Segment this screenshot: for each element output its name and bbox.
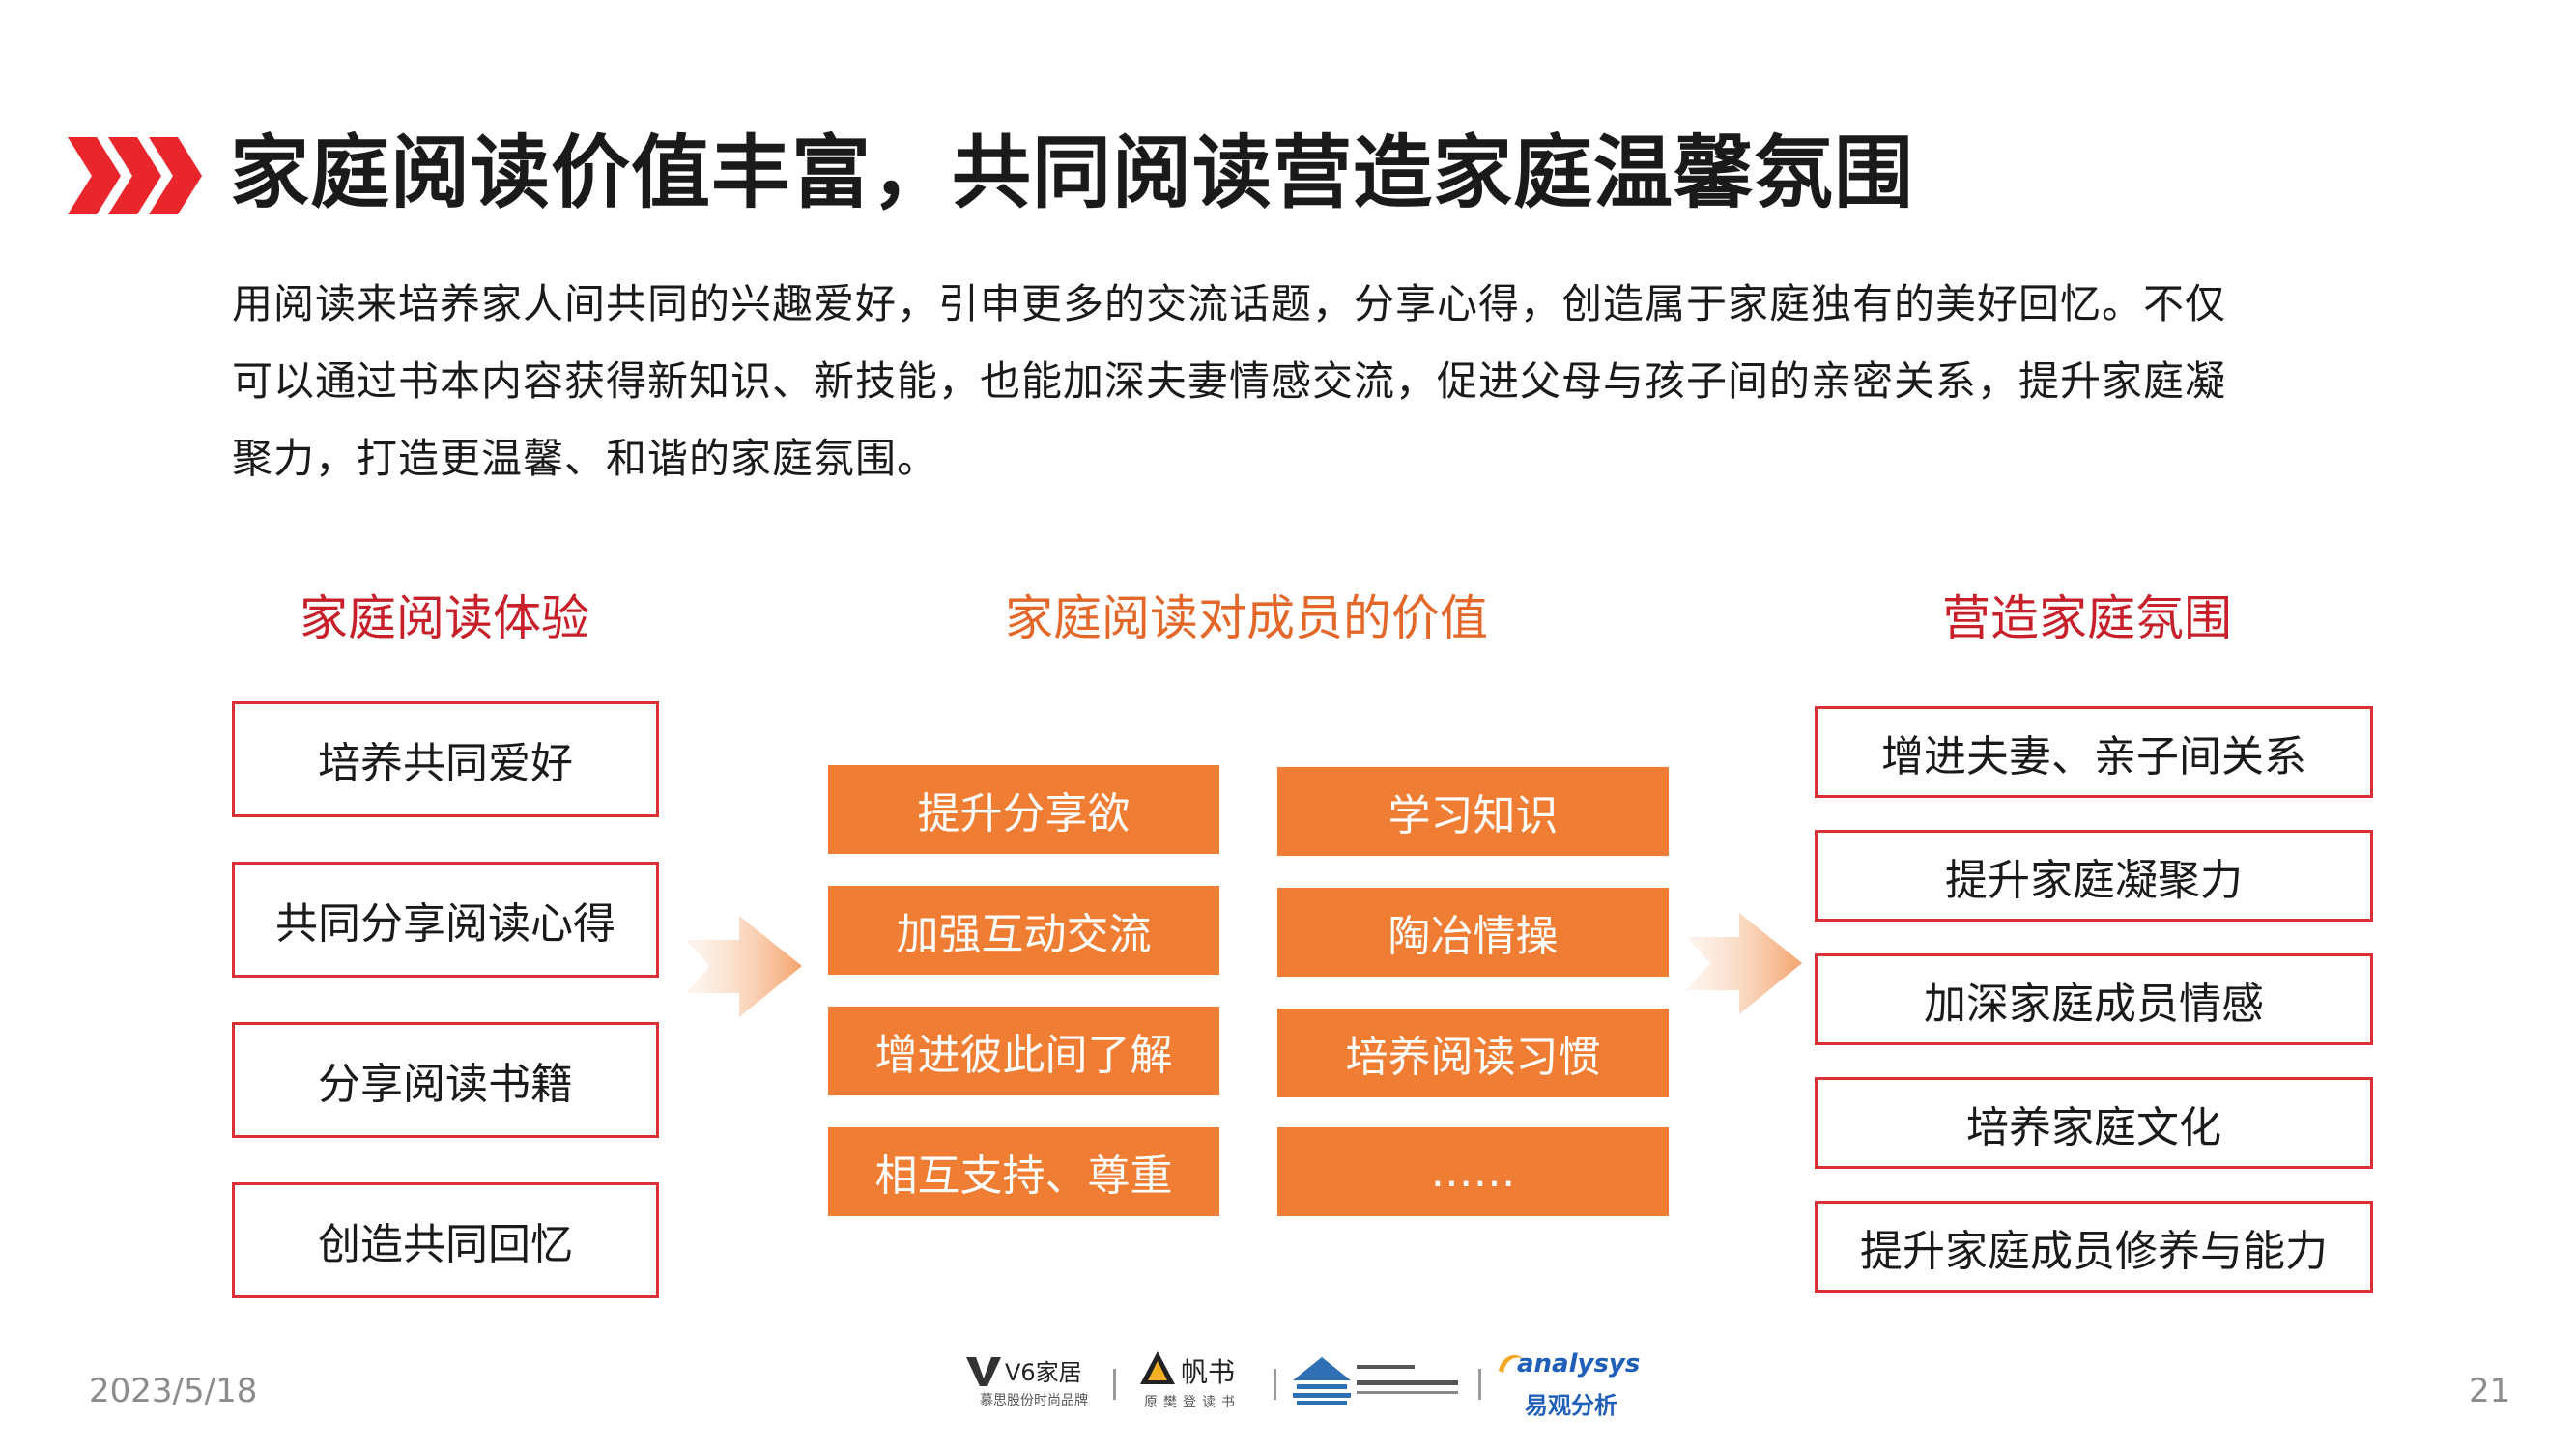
gradient-arrow-icon xyxy=(1686,913,1802,1014)
value-item: …… xyxy=(1277,1127,1669,1216)
analysys-swoosh-icon xyxy=(1499,1355,1523,1373)
atmosphere-item: 提升家庭成员修养与能力 xyxy=(1815,1201,2373,1293)
intro-line: 可以通过书本内容获得新知识、新技能，也能加深夫妻情感交流，促进父母与孩子间的亲密… xyxy=(232,357,2227,405)
value-item: 陶冶情操 xyxy=(1277,888,1669,977)
value-item: 提升分享欲 xyxy=(828,765,1219,854)
triple-chevron-icon xyxy=(68,137,202,214)
page-number: 21 xyxy=(2469,1372,2511,1410)
heading-value-to-members: 家庭阅读对成员的价值 xyxy=(1005,590,1488,646)
library-mark-icon xyxy=(1293,1357,1351,1405)
analysys-logo: analysys 易观分析 xyxy=(1496,1348,1660,1425)
experience-item: 培养共同爱好 xyxy=(232,701,659,817)
fanshu-logo-sub: 原樊登读书 xyxy=(1144,1395,1241,1410)
library-logo xyxy=(1293,1348,1467,1425)
value-item: 培养阅读习惯 xyxy=(1277,1009,1669,1097)
intro-line: 用阅读来培养家人间共同的兴趣爱好，引申更多的交流话题，分享心得，创造属于家庭独有… xyxy=(232,280,2227,327)
experience-item: 创造共同回忆 xyxy=(232,1182,659,1298)
experience-item: 共同分享阅读心得 xyxy=(232,862,659,978)
atmosphere-item: 增进夫妻、亲子间关系 xyxy=(1815,706,2373,798)
value-item: 学习知识 xyxy=(1277,767,1669,856)
analysys-logo-sub: 易观分析 xyxy=(1525,1392,1617,1419)
atmosphere-item: 提升家庭凝聚力 xyxy=(1815,830,2373,922)
logo-divider xyxy=(1478,1369,1481,1400)
gradient-arrow-icon xyxy=(686,916,802,1017)
logo-divider xyxy=(1274,1369,1276,1400)
value-item: 加强互动交流 xyxy=(828,886,1219,975)
fanshu-logo: 帆书 原樊登读书 xyxy=(1140,1348,1266,1425)
experience-item: 分享阅读书籍 xyxy=(232,1022,659,1138)
atmosphere-item: 培养家庭文化 xyxy=(1815,1077,2373,1169)
footer-date: 2023/5/18 xyxy=(89,1372,258,1410)
logo-divider xyxy=(1113,1369,1116,1400)
intro-line: 聚力，打造更温馨、和谐的家庭氛围。 xyxy=(232,435,939,482)
v6-mark-icon xyxy=(966,1357,1001,1386)
heading-family-atmosphere: 营造家庭氛围 xyxy=(1942,590,2232,646)
page-title: 家庭阅读价值丰富，共同阅读营造家庭温馨氛围 xyxy=(230,128,1915,219)
v6-logo-sub: 慕思股份时尚品牌 xyxy=(980,1393,1088,1408)
analysys-logo-name: analysys xyxy=(1517,1350,1641,1378)
value-item: 相互支持、尊重 xyxy=(828,1127,1219,1216)
heading-family-reading-experience: 家庭阅读体验 xyxy=(300,590,589,646)
intro-paragraph: 用阅读来培养家人间共同的兴趣爱好，引申更多的交流话题，分享心得，创造属于家庭独有… xyxy=(232,266,2387,497)
fanshu-mark-icon xyxy=(1140,1351,1175,1384)
v6-logo-name: V6家居 xyxy=(1005,1359,1082,1386)
value-item: 增进彼此间了解 xyxy=(828,1007,1219,1095)
fanshu-logo-name: 帆书 xyxy=(1181,1356,1236,1388)
atmosphere-item: 加深家庭成员情感 xyxy=(1815,953,2373,1045)
partner-logos: V6家居 慕思股份时尚品牌 帆书 原樊登读书 xyxy=(966,1348,1662,1425)
v6-logo: V6家居 慕思股份时尚品牌 xyxy=(966,1348,1102,1425)
library-wordmark-icon xyxy=(1357,1365,1458,1394)
